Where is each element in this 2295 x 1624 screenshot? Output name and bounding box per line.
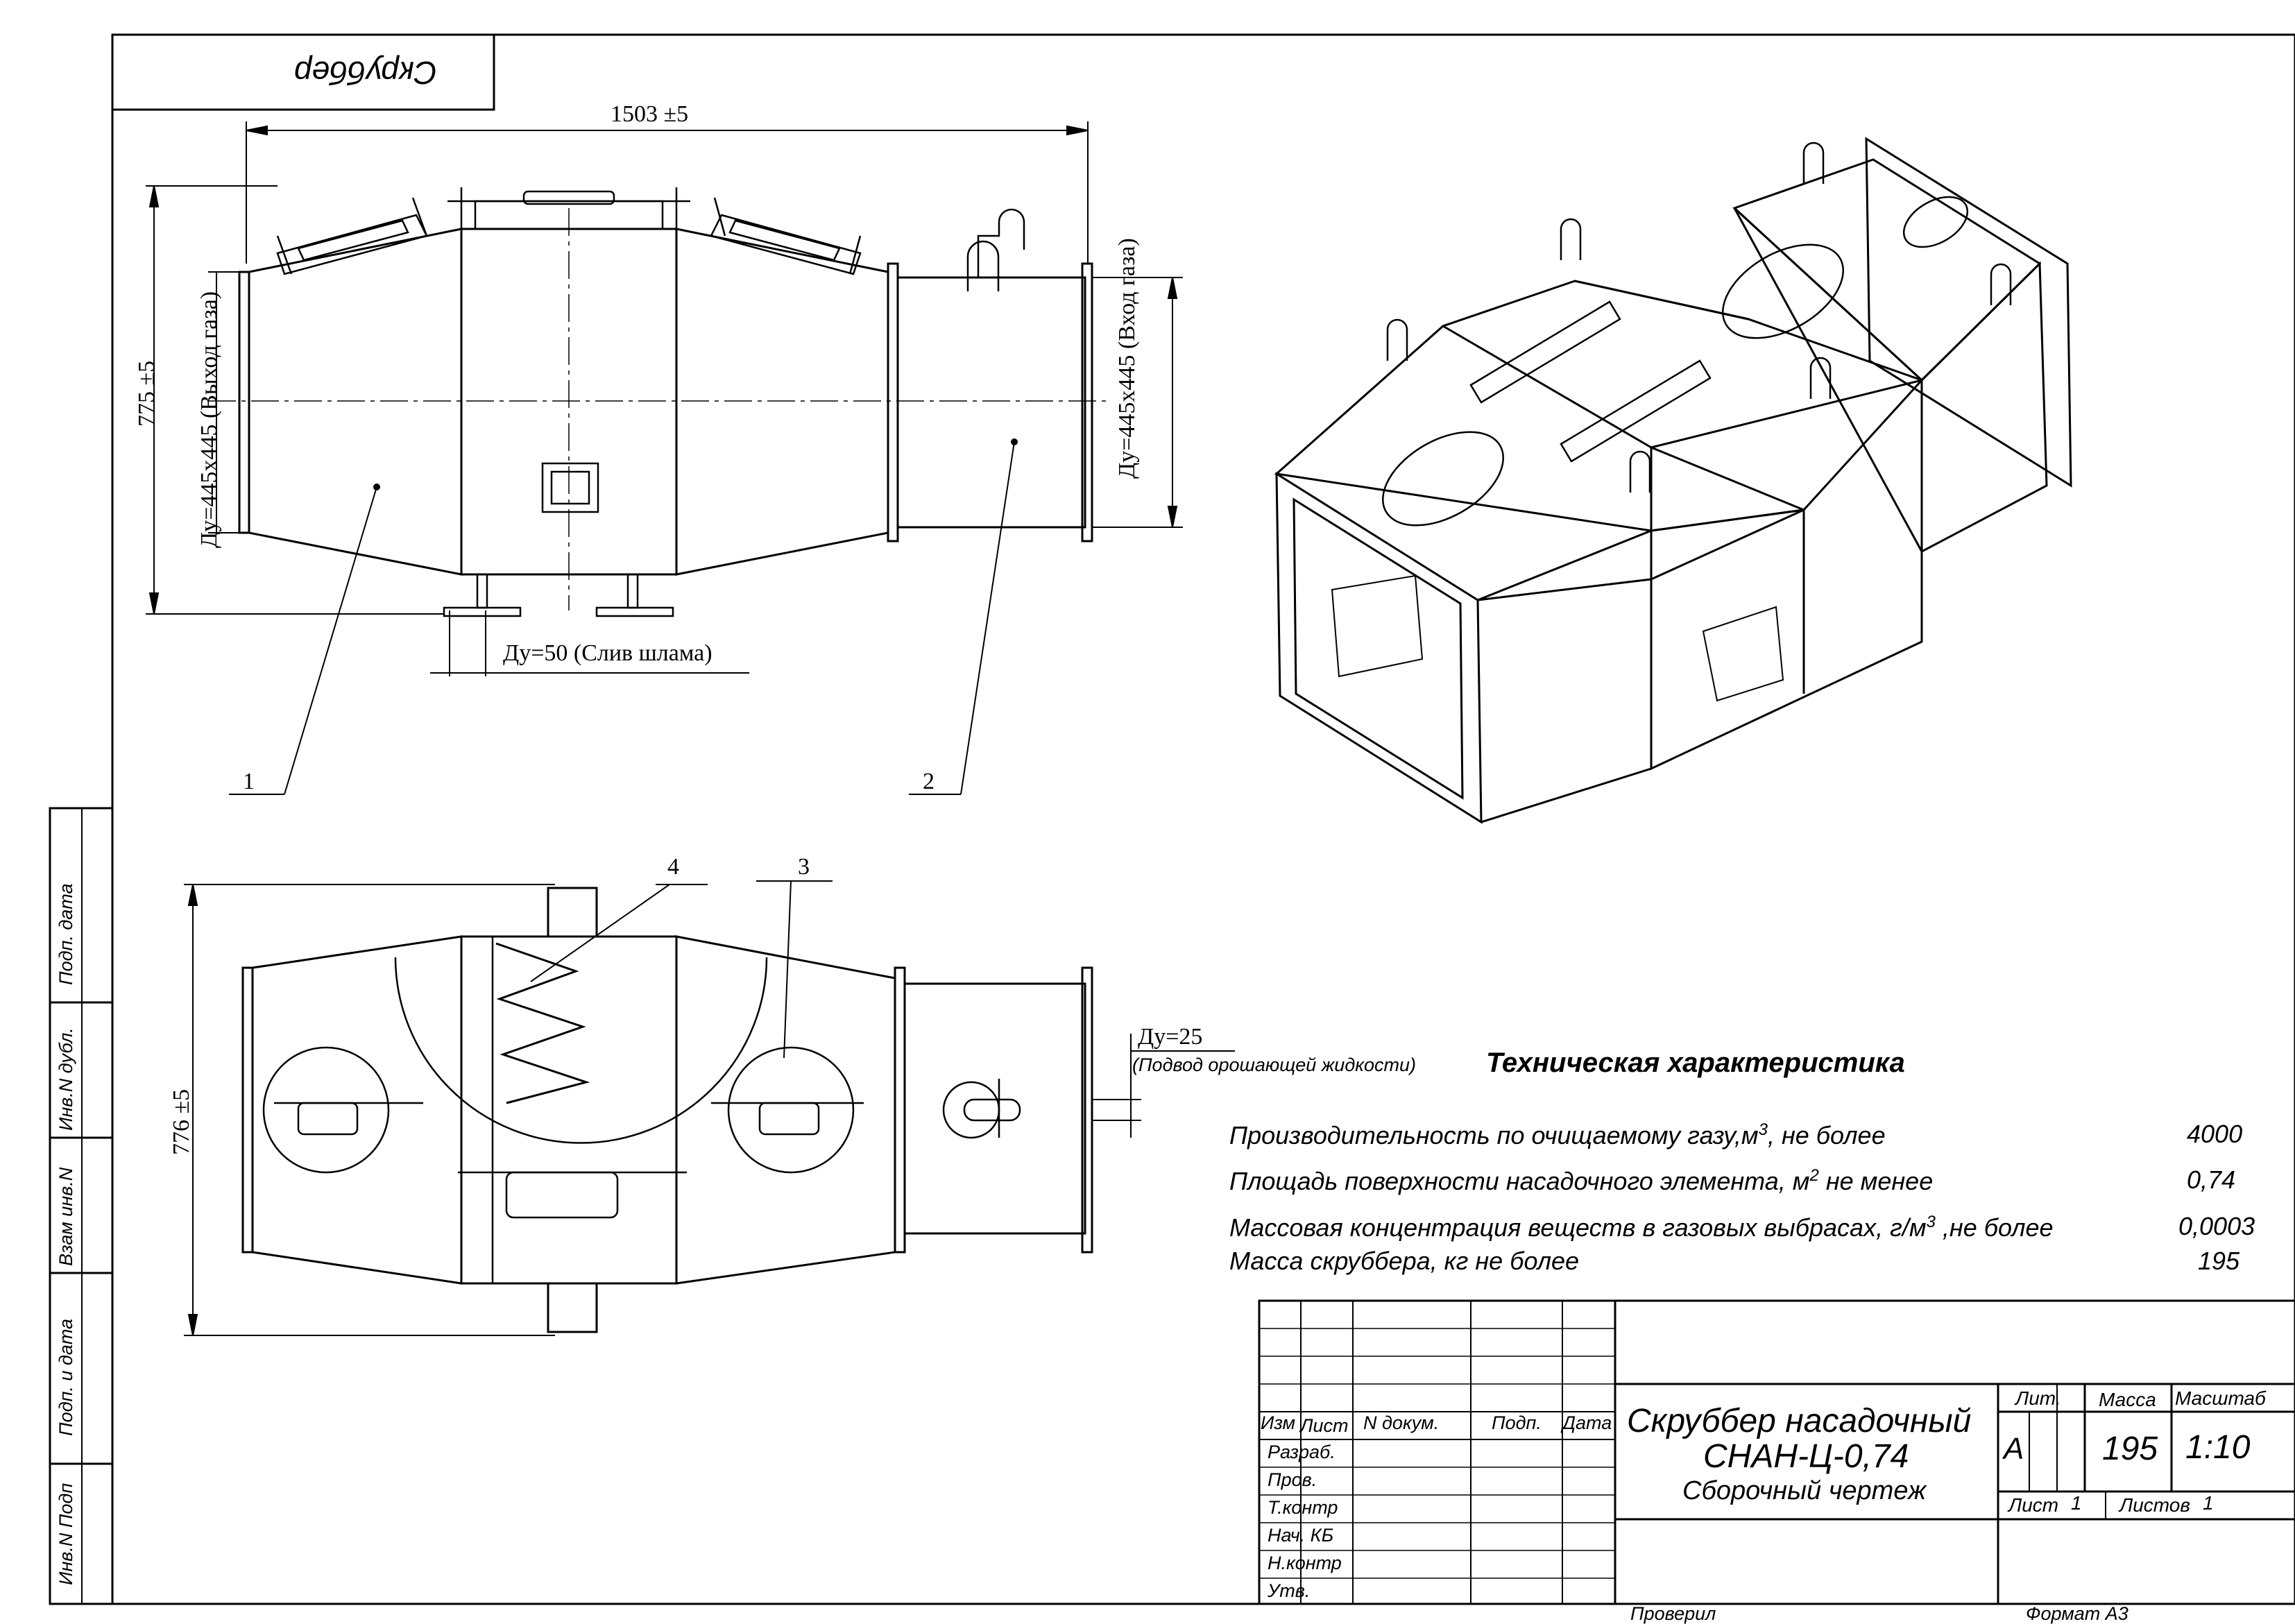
tech-row-label: Массовая концентрация веществ в газовых … (1229, 1213, 1927, 1242)
tb-drawing-name-2: СНАН-Ц-0,74 (1703, 1438, 1909, 1475)
tech-row-label: Производительность по очищаемому газу,м (1229, 1121, 1759, 1149)
spray-size-dimension: Ду=25 (1138, 1024, 1203, 1050)
tech-row-label: Масса скруббера, кг не более (1229, 1247, 1580, 1275)
stamp-mirrored-label: Скруббер (294, 55, 437, 91)
side-strip-sign-date: Подп. дата (56, 883, 76, 985)
tech-row-sup: 2 (1809, 1166, 1819, 1185)
tb-header-izm: Изм (1261, 1412, 1296, 1433)
tb-header-doc: N докум. (1363, 1412, 1440, 1433)
tb-sheets-number: 1 (2203, 1492, 2214, 1514)
tech-value-1: 4000 (2187, 1120, 2243, 1148)
sheet-frame (111, 33, 2295, 1605)
tech-value-4: 195 (2198, 1247, 2240, 1275)
tech-row-3: Массовая концентрация веществ в газовых … (1229, 1214, 2054, 1240)
footer-checked: Проверил (1630, 1603, 1716, 1624)
overall-height-side-dimension: 775 ±5 (134, 360, 160, 427)
tb-drawing-name-1: Скруббер насадочный (1627, 1403, 1972, 1439)
side-view (146, 121, 1183, 795)
tb-scale-header: Масштаб (2175, 1387, 2266, 1409)
overall-height-top-dimension: 776 ±5 (169, 1088, 194, 1155)
outlet-dimension: Ду=445х445 (Выход газа) (196, 291, 222, 548)
tech-row-tail: , не более (1767, 1121, 1886, 1149)
overall-length-dimension: 1503 ±5 (611, 101, 689, 127)
title-block (1258, 1299, 2295, 1605)
tb-header-sign: Подп. (1492, 1412, 1542, 1433)
tb-role-tech-control: Т.контр (1268, 1497, 1338, 1518)
stamp-box (111, 33, 495, 111)
tech-row-4: Масса скруббера, кг не более (1229, 1249, 1579, 1274)
callout-1: 1 (243, 769, 255, 794)
inlet-dimension: Ду=445х445 (Вход газа) (1114, 238, 1140, 479)
tb-header-list: Лист (1300, 1415, 1349, 1436)
side-strip-replace-inv: Взам инв.N (56, 1167, 76, 1266)
tech-row-sup: 3 (1758, 1120, 1768, 1139)
callout-3: 3 (798, 854, 810, 880)
spray-description: (Подвод орошающей жидкости) (1132, 1054, 1417, 1075)
tb-document-type: Сборочный чертеж (1682, 1476, 1927, 1505)
tb-sheet-number: 1 (2071, 1492, 2082, 1514)
side-strip-sign-and-date: Подп. и дата (56, 1318, 76, 1436)
tech-row-tail: не менее (1818, 1167, 1934, 1195)
side-strip-dup-inv: Инв.N дубл. (56, 1027, 76, 1131)
tech-row-1: Производительность по очищаемому газу,м3… (1229, 1122, 1886, 1148)
tb-mass-header: Масса (2099, 1389, 2156, 1410)
tech-row-sup: 3 (1926, 1213, 1936, 1231)
tech-row-2: Площадь поверхности насадочного элемента… (1229, 1168, 1933, 1194)
tech-title: Техническая характеристика (1486, 1048, 1905, 1078)
footer-format: Формат А3 (2026, 1603, 2128, 1624)
callout-2: 2 (923, 769, 935, 794)
top-view (184, 880, 1235, 1336)
tb-role-norm-control: Н.контр (1268, 1553, 1342, 1573)
tech-row-tail: ,не более (1935, 1213, 2054, 1242)
tb-sheet-label: Лист (2008, 1494, 2059, 1516)
tb-role-head: Нач. КБ (1268, 1525, 1334, 1546)
drain-dimension: Ду=50 (Слив шлама) (503, 640, 713, 666)
callout-4: 4 (667, 854, 679, 880)
tb-role-checker: Пров. (1268, 1469, 1317, 1490)
tech-row-label: Площадь поверхности насадочного элемента… (1229, 1167, 1810, 1195)
tb-scale-value: 1:10 (2185, 1429, 2251, 1466)
tb-header-date: Дата (1562, 1412, 1612, 1433)
tb-role-approver: Утв. (1268, 1580, 1311, 1601)
tech-value-3: 0,0003 (2178, 1212, 2255, 1240)
tb-role-developer: Разраб. (1268, 1442, 1336, 1462)
side-strip-orig-inv: Инв.N Подп (56, 1482, 76, 1585)
tb-sheets-label: Листов (2119, 1494, 2190, 1516)
tech-value-2: 0,74 (2187, 1165, 2236, 1194)
tb-lit-value: А (2004, 1432, 2024, 1466)
isometric-view (1274, 137, 2072, 824)
tb-lit-header: Лит. (2015, 1387, 2061, 1409)
side-strip (49, 807, 114, 1605)
tb-mass-value: 195 (2102, 1430, 2158, 1467)
